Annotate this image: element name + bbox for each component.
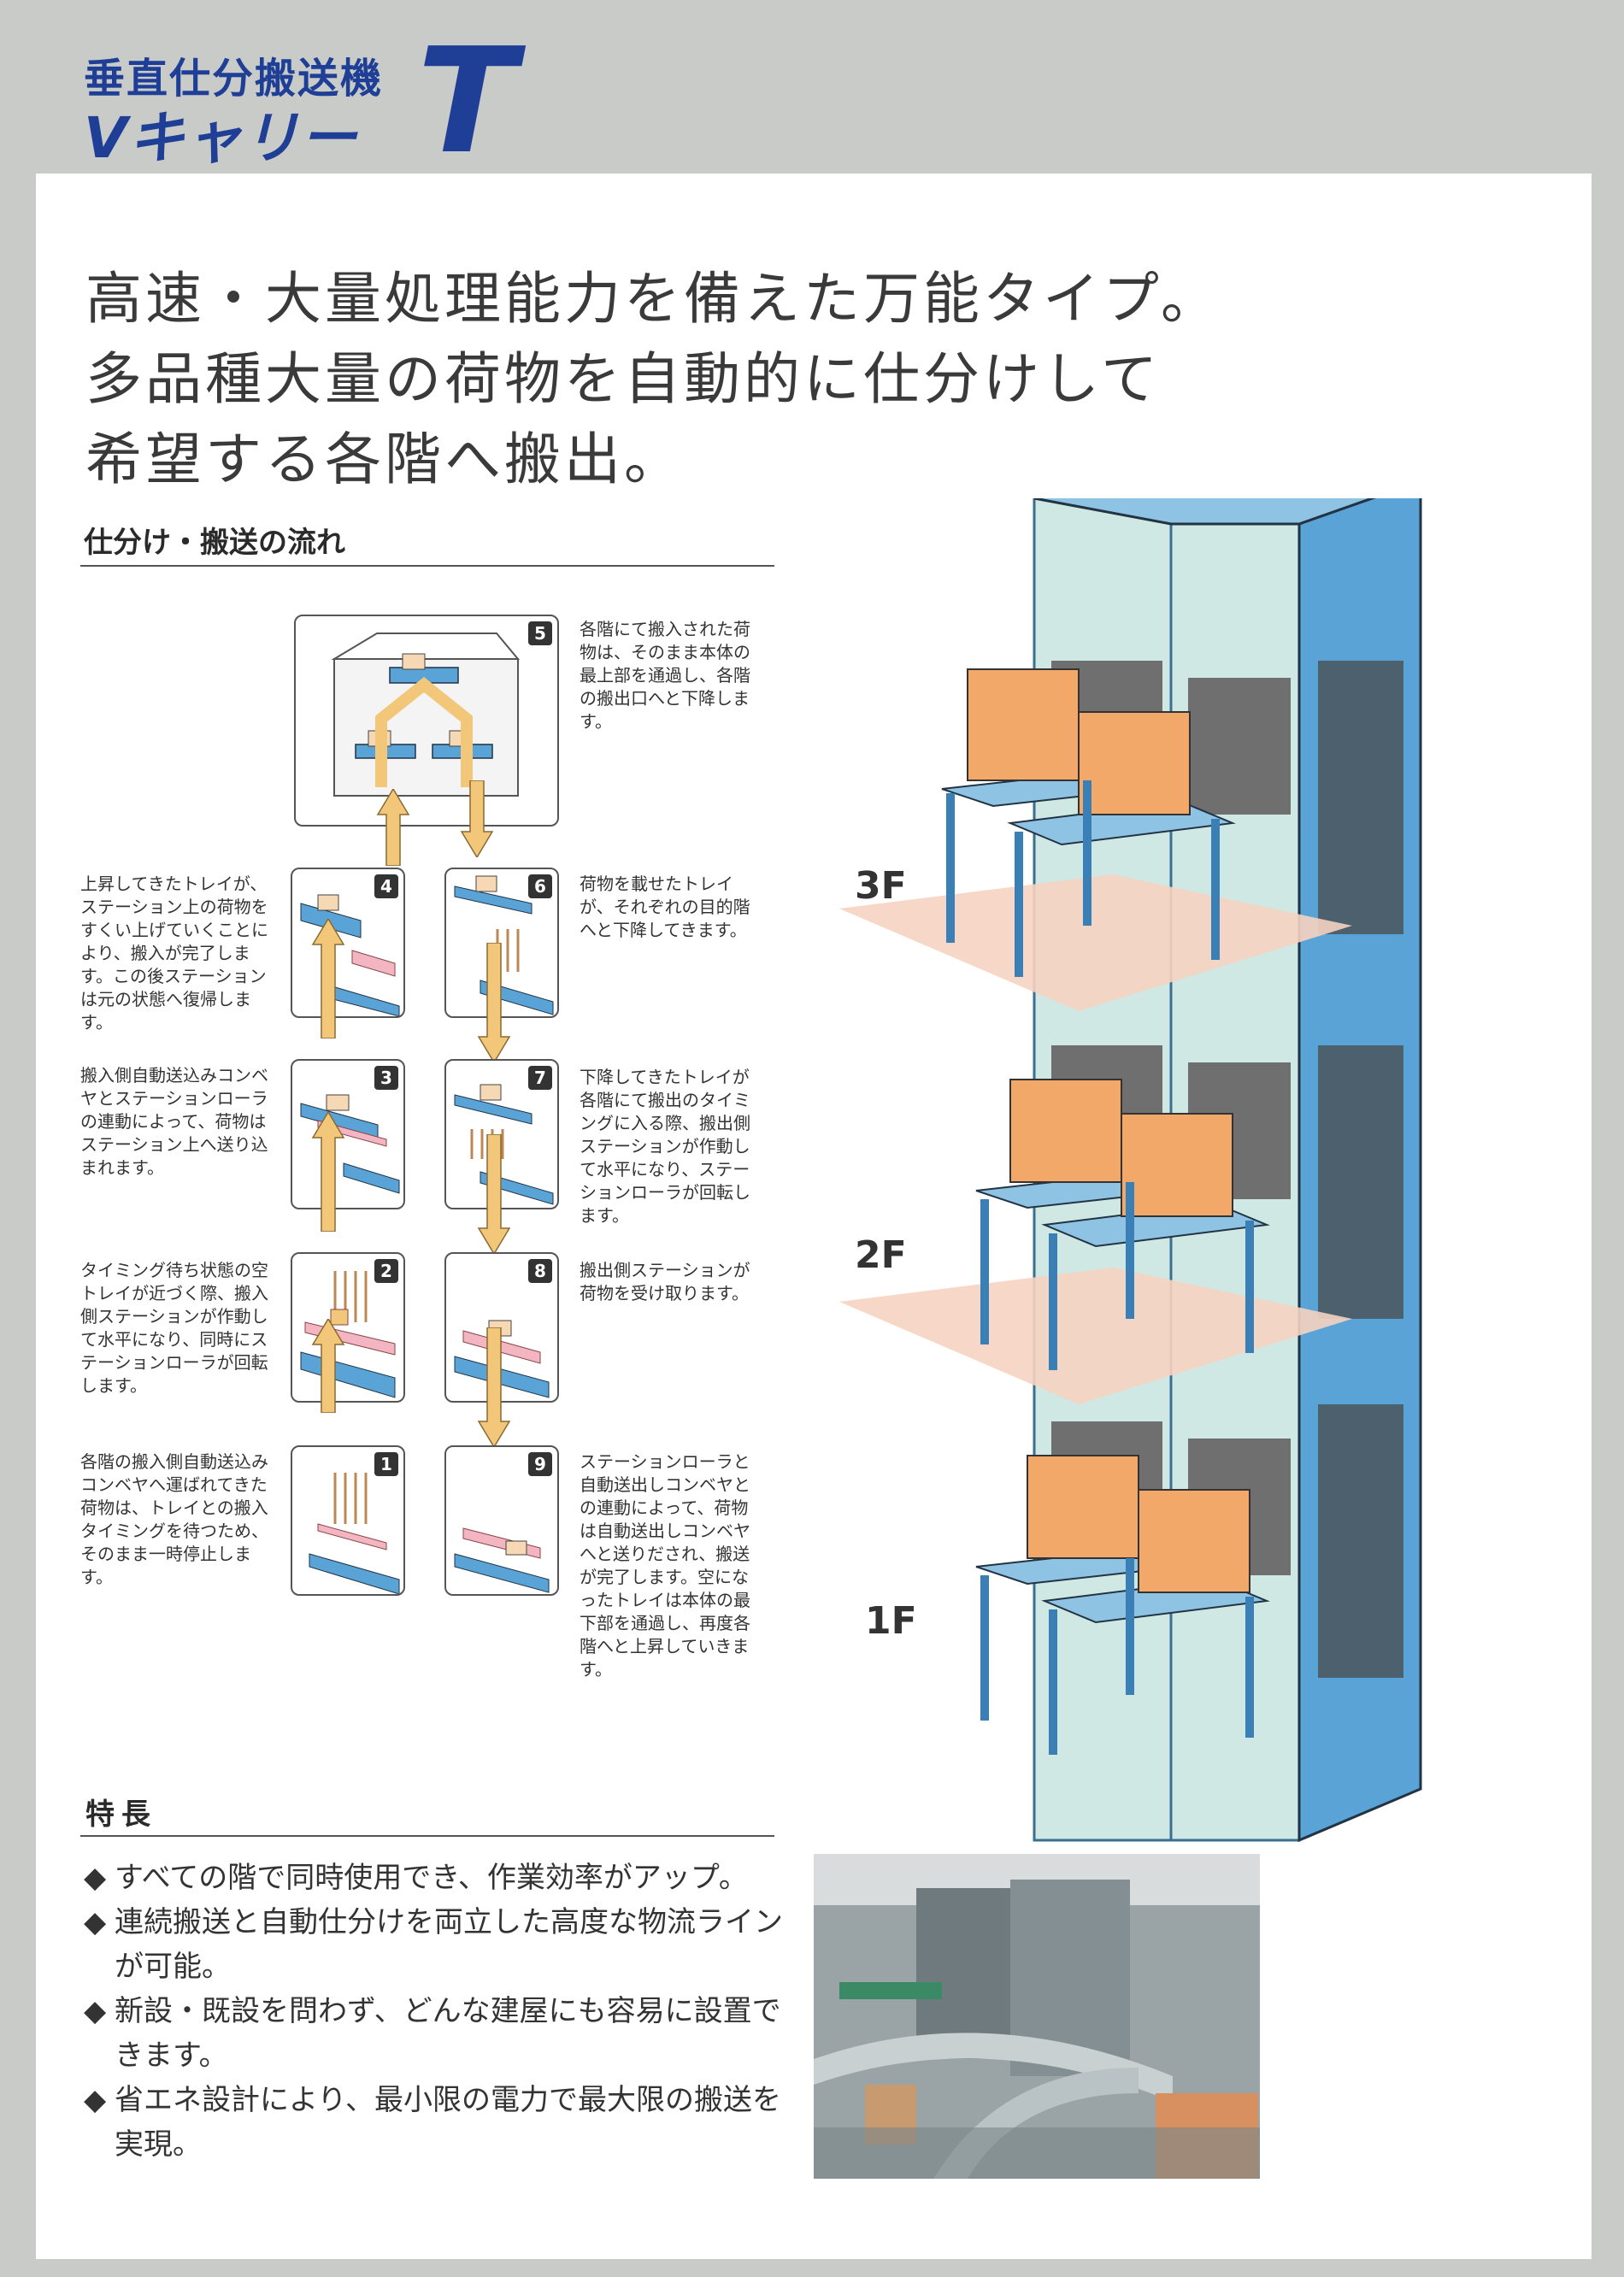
headline-line: 高速・大量処理能力を備えた万能タイプ。 [85, 266, 1221, 332]
step-2-description: タイミング待ち状態の空トレイが近づく際、搬入側ステーションが作動して水平になり、… [80, 1260, 268, 1396]
step-number: 5 [528, 621, 552, 645]
step-1-description: 各階の搬入側自動送込みコンベヤへ運ばれてきた荷物は、トレイとの搬入タイミングを待… [80, 1451, 268, 1587]
step-4-illustration: 4 [291, 868, 405, 1018]
step-number: 2 [374, 1259, 398, 1283]
headline: 高速・大量処理能力を備えた万能タイプ。 多品種大量の荷物を自動的に仕分けして 希… [85, 259, 1221, 500]
feature-item: ◆連続搬送と自動仕分けを両立した高度な物流ラインが可能。 [84, 1900, 785, 1989]
step-9-description: ステーションローラと自動送出しコンベヤとの連動によって、荷物は自動送出しコンベヤ… [580, 1451, 750, 1680]
step-number: 3 [374, 1066, 398, 1090]
arrow-up-icon [311, 1112, 345, 1232]
floor-label-2f: 2F [855, 1233, 907, 1277]
headline-line: 多品種大量の荷物を自動的に仕分けして [85, 346, 1162, 412]
headline-line: 希望する各階へ搬出。 [85, 427, 684, 492]
arrow-down-icon [477, 1134, 511, 1254]
step-number: 4 [374, 874, 398, 898]
step-number: 9 [528, 1452, 552, 1476]
step-5-description: 各階にて搬入された荷物は、そのまま本体の最上部を通過し、各階の搬出口へと下降しま… [580, 619, 750, 732]
arrow-up-icon [311, 1319, 345, 1413]
feature-item: ◆すべての階で同時使用でき、作業効率がアップ。 [84, 1856, 785, 1900]
step-5-illustration: 5 [294, 615, 559, 827]
arrow-up-icon [376, 789, 410, 866]
step-5-diagram [331, 632, 521, 797]
floor-label-1f: 1F [865, 1599, 917, 1643]
arrow-down-icon [460, 780, 494, 857]
step-8-description: 搬出側ステーションが荷物を受け取ります。 [580, 1260, 750, 1303]
arrow-down-icon [477, 943, 511, 1062]
step-2-illustration: 2 [291, 1252, 405, 1403]
step-1-diagram [309, 1473, 400, 1594]
step-number: 8 [528, 1259, 552, 1283]
flow-title: 仕分け・搬送の流れ [84, 526, 345, 560]
feature-item: ◆新設・既設を問わず、どんな建屋にも容易に設置できます。 [84, 1989, 785, 2078]
content-panel: 高速・大量処理能力を備えた万能タイプ。 多品種大量の荷物を自動的に仕分けして 希… [36, 174, 1592, 2259]
brand-name: Vキャリー [84, 105, 358, 171]
machine-illustration [839, 498, 1422, 1843]
diamond-bullet-icon: ◆ [84, 1994, 107, 2028]
feature-item: ◆省エネ設計により、最小限の電力で最大限の搬送を実現。 [84, 2078, 785, 2167]
step-6-illustration: 6 [444, 868, 559, 1018]
step-number: 7 [528, 1066, 552, 1090]
diamond-bullet-icon: ◆ [84, 1905, 107, 1939]
brand-subtitle: 垂直仕分搬送機 [84, 55, 384, 103]
step-6-description: 荷物を載せたトレイが、それぞれの目的階へと下降してきます。 [580, 874, 750, 940]
step-7-illustration: 7 [444, 1059, 559, 1209]
installation-photo [814, 1854, 1260, 2179]
arrow-down-icon [477, 1327, 511, 1447]
step-7-description: 下降してきたトレイが各階にて搬出のタイミングに入る際、搬出側ステーションが作動し… [580, 1067, 750, 1226]
features-title: 特長 [85, 1797, 157, 1832]
flow-title-rule [80, 565, 774, 567]
step-1-illustration: 1 [291, 1445, 405, 1596]
step-4-diagram [300, 894, 400, 1016]
feature-list: ◆すべての階で同時使用でき、作業効率がアップ。 ◆連続搬送と自動仕分けを両立した… [84, 1856, 785, 2167]
brand-model-letter: T [417, 17, 516, 186]
step-number: 6 [528, 874, 552, 898]
features-title-rule [80, 1835, 774, 1837]
step-4-description: 上昇してきたトレイが、ステーション上の荷物をすくい上げていくことにより、搬入が完… [80, 874, 268, 1033]
floor-label-3f: 3F [855, 864, 907, 908]
step-9-diagram [454, 1527, 550, 1593]
step-3-illustration: 3 [291, 1059, 405, 1209]
diamond-bullet-icon: ◆ [84, 1861, 107, 1895]
arrow-up-icon [311, 919, 345, 1038]
diamond-bullet-icon: ◆ [84, 2083, 107, 2117]
step-9-illustration: 9 [444, 1445, 559, 1596]
step-8-illustration: 8 [444, 1252, 559, 1403]
step-3-description: 搬入側自動送込みコンベヤとステーションローラの連動によって、荷物はステーション上… [80, 1065, 268, 1178]
step-number: 1 [374, 1452, 398, 1476]
